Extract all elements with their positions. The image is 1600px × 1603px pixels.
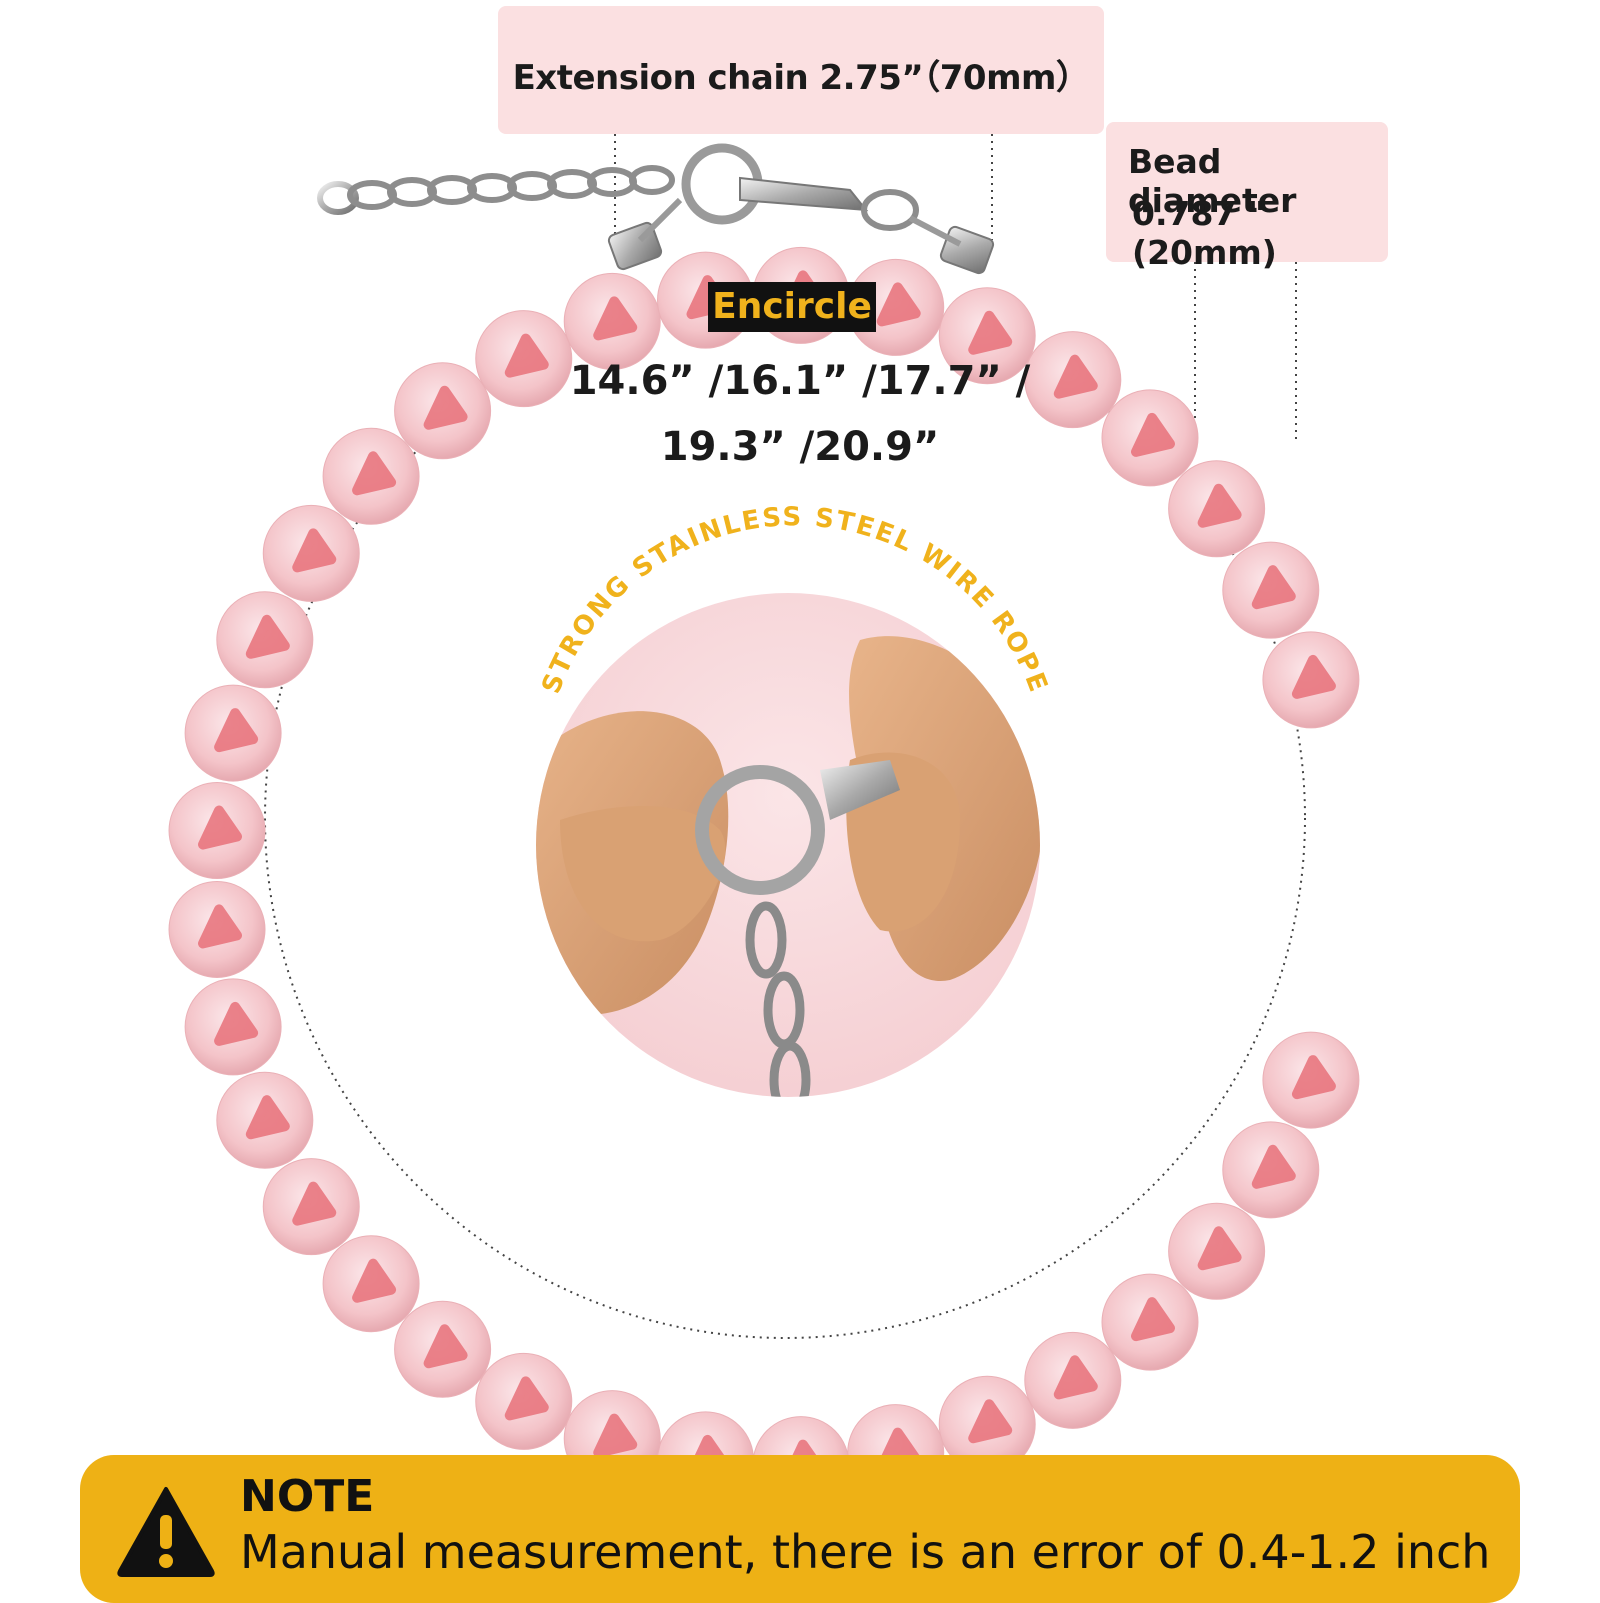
note-title: NOTE [240, 1471, 375, 1522]
extension-chain-label: Extension chain 2.75”（70mm） [512, 58, 1090, 98]
pearl-bead [168, 782, 266, 880]
pearl-bead [168, 880, 266, 978]
pearl-bead [1168, 1202, 1266, 1300]
pearl-bead [394, 362, 492, 460]
pearl-bead [216, 1071, 314, 1169]
pearl-bead [322, 427, 420, 525]
pearl-bead [216, 591, 314, 689]
sizes-line-1: 14.6” /16.1” /17.7” / [569, 358, 1031, 404]
pearl-bead [184, 978, 282, 1076]
pearl-bead [475, 310, 573, 408]
pearl-bead [1024, 331, 1122, 429]
pearl-bead [394, 1300, 492, 1398]
pearl-bead [1262, 631, 1360, 729]
pearl-bead [938, 1375, 1036, 1473]
pearl-bead [563, 272, 661, 370]
sizes-line-2: 19.3” /20.9” [660, 424, 940, 470]
warning-triangle-icon [117, 1487, 215, 1577]
pearl-bead [262, 504, 360, 602]
bead-diameter-value: 0.787 "(20mm) [1132, 194, 1277, 272]
pearl-bead [938, 287, 1036, 385]
pearl-bead [322, 1235, 420, 1333]
note-banner: NOTE Manual measurement, there is an err… [80, 1455, 1520, 1603]
pearl-bead [184, 684, 282, 782]
encircle-badge: Encircle [708, 282, 876, 332]
pearl-bead [1024, 1331, 1122, 1429]
pearl-bead [1222, 541, 1320, 639]
extension-chain-label-box: Extension chain 2.75”（70mm） [498, 6, 1104, 134]
bead-diameter-label-box: Bead diameter 0.787 "(20mm) [1106, 122, 1388, 272]
pearl-bead [475, 1352, 573, 1450]
measurement-lines [614, 134, 1297, 440]
pearl-bead [262, 1158, 360, 1256]
pearl-bead [1101, 389, 1199, 487]
pearl-bead [1101, 1273, 1199, 1371]
clasp-photo [536, 593, 1040, 1097]
pearl-bead [1262, 1031, 1360, 1129]
extension-chain [317, 165, 675, 215]
pearl-bead [1222, 1121, 1320, 1219]
note-text: Manual measurement, there is an error of… [240, 1525, 1491, 1579]
pearl-bead [1168, 460, 1266, 558]
bead-diameter-title: Bead diameter [1128, 142, 1297, 220]
lobster-clasp [607, 143, 995, 275]
